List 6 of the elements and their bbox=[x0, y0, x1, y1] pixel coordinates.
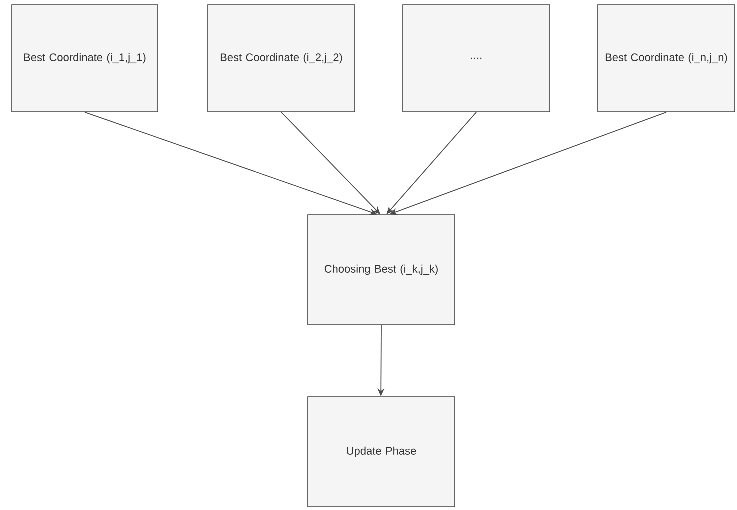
process-box: .... bbox=[402, 4, 550, 112]
process-box: Best Coordinate (i_n,j_n) bbox=[598, 4, 736, 112]
process-box: Update Phase bbox=[308, 396, 456, 508]
process-box: Choosing Best (i_k,j_k) bbox=[308, 214, 456, 326]
process-box: Best Coordinate (i_1,j_1) bbox=[12, 4, 158, 112]
process-box: Best Coordinate (i_2,j_2) bbox=[208, 4, 356, 112]
